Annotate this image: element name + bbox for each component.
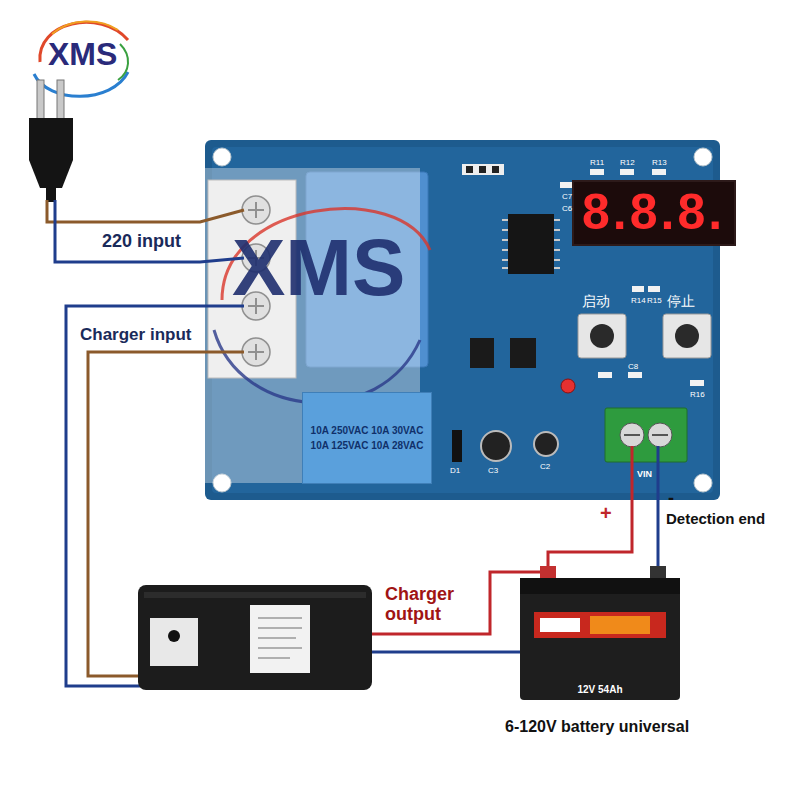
battery-body xyxy=(520,578,680,700)
control-board-part-part xyxy=(598,372,612,378)
charger-part xyxy=(144,592,366,598)
mains-wires-part xyxy=(47,200,244,222)
polarity-sign: - xyxy=(668,488,674,509)
charger-output-wires-part xyxy=(372,572,540,634)
charger-part xyxy=(168,630,180,642)
callout-text: Detection end xyxy=(666,510,765,527)
digit-display-text: 8.8.8. xyxy=(582,184,726,242)
digit-display: 8.8.8. xyxy=(572,180,736,246)
control-board-part xyxy=(492,166,499,173)
control-board-part-part xyxy=(632,286,644,292)
control-board-part xyxy=(694,148,712,166)
mains-wires-part xyxy=(55,200,244,262)
charger-part-part xyxy=(258,618,302,658)
component-ref: C3 xyxy=(488,466,498,475)
component-ref: R14 xyxy=(631,296,646,305)
watermark: XMS xyxy=(232,222,405,314)
control-board-part xyxy=(694,474,712,492)
mains-wires xyxy=(47,200,244,262)
control-board-part xyxy=(508,214,554,274)
control-board-part-part xyxy=(554,220,560,268)
battery-decor xyxy=(540,618,580,632)
control-board-part-part xyxy=(620,169,634,175)
detection-wires-part xyxy=(548,446,632,568)
battery: 12V 54Ah xyxy=(520,578,680,700)
logo-swirl-part xyxy=(34,72,128,96)
detection-wires xyxy=(548,446,658,568)
component-ref: R15 xyxy=(647,296,662,305)
component-ref: C6 xyxy=(562,204,572,213)
control-board-part xyxy=(578,314,626,358)
input-label: Charger input xyxy=(78,325,193,345)
control-board-part xyxy=(452,430,462,462)
control-board-part xyxy=(605,408,687,462)
button-label: 启动 xyxy=(582,293,610,311)
button-label: 停止 xyxy=(667,293,695,311)
relay-box-text: 10A 125VAC 10A 28VAC xyxy=(311,438,424,453)
logo-swirl-part xyxy=(118,44,128,80)
mains-plug-part xyxy=(46,186,56,202)
component-ref: R16 xyxy=(690,390,705,399)
control-board-part-part xyxy=(502,220,508,268)
mains-plug-part xyxy=(29,118,73,188)
charger-part xyxy=(138,585,372,690)
logo-text: XMS xyxy=(48,36,117,73)
logo-swirl xyxy=(34,21,128,96)
polarity-sign: + xyxy=(600,502,612,525)
control-board-part xyxy=(624,434,668,436)
control-board-part xyxy=(479,166,486,173)
component-ref: D1 xyxy=(450,466,460,475)
mains-plug xyxy=(29,80,73,202)
control-board-part xyxy=(502,220,560,268)
detection-wires-part xyxy=(657,446,660,568)
charger-part xyxy=(250,605,310,673)
control-board-part xyxy=(510,338,536,368)
control-board-part xyxy=(675,324,699,348)
watermark-overlay xyxy=(205,168,430,483)
charger-output-wires xyxy=(372,572,540,652)
component-ref: C8 xyxy=(628,362,638,371)
control-board-part-part xyxy=(628,372,642,378)
component-ref: R13 xyxy=(652,158,667,167)
callout-text: Charger output xyxy=(385,584,480,624)
control-board-part-part xyxy=(590,169,604,175)
component-ref: R12 xyxy=(620,158,635,167)
caption-text: 6-120V battery universal xyxy=(505,718,689,736)
charger-output-wires-part xyxy=(372,651,520,654)
control-board-part xyxy=(534,432,558,456)
battery-decor xyxy=(520,578,680,594)
control-board-part xyxy=(561,379,575,393)
control-board-part xyxy=(466,166,473,173)
charger-part xyxy=(150,618,198,666)
relay-box: 10A 250VAC 10A 30VAC10A 125VAC 10A 28VAC xyxy=(302,392,432,484)
control-board-part-part xyxy=(652,169,666,175)
control-board-part-part xyxy=(648,286,660,292)
control-board-part xyxy=(481,431,511,461)
control-board-part-part xyxy=(690,380,704,386)
input-label: 220 input xyxy=(100,231,183,252)
battery-text: 12V 54Ah xyxy=(577,684,622,695)
component-ref: C7 xyxy=(562,192,572,201)
control-board-part xyxy=(663,314,711,358)
control-board-part xyxy=(470,338,494,368)
battery-decor xyxy=(590,616,650,634)
control-board-part xyxy=(213,148,231,166)
mains-plug-part xyxy=(37,80,44,122)
control-board-part xyxy=(590,324,614,348)
component-ref: C2 xyxy=(540,462,550,471)
charger-part xyxy=(258,618,302,658)
logo-swirl-part xyxy=(52,21,118,34)
battery-decor xyxy=(534,612,666,638)
component-ref: R11 xyxy=(590,158,604,167)
pin-label: VIN xyxy=(637,469,652,479)
charger xyxy=(138,585,372,690)
mains-plug-part xyxy=(57,80,64,122)
relay-box-text: 10A 250VAC 10A 30VAC xyxy=(311,423,424,438)
control-board-part xyxy=(462,164,504,175)
